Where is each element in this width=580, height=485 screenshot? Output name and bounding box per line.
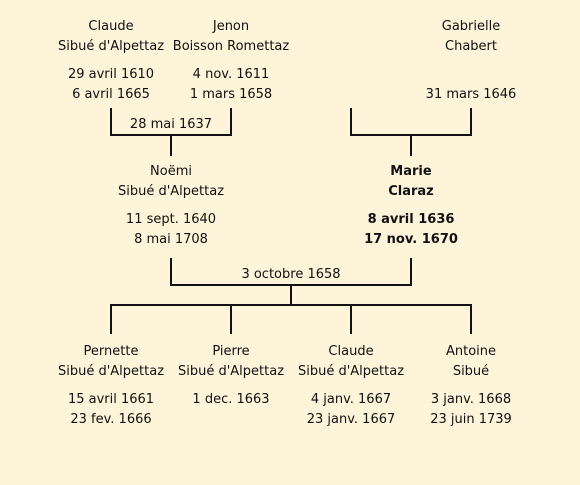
marriage-date: 28 mai 1637 — [129, 117, 213, 132]
birth-date: 1 dec. 1663 — [192, 392, 270, 407]
surname: Sibué d'Alpettaz — [117, 184, 225, 199]
given-name: Antoine — [445, 344, 497, 359]
given-name: Gabrielle — [441, 19, 501, 34]
person-pierre-sibue: Pierre Sibué d'Alpettaz 1 dec. 1663 — [161, 342, 301, 410]
birth-date — [401, 65, 541, 85]
given-name: Claude — [328, 344, 374, 359]
death-date: 6 avril 1665 — [72, 87, 150, 102]
given-name: Claude — [88, 19, 134, 34]
person-marie-claraz: Marie Claraz 8 avril 1636 17 nov. 1670 — [341, 162, 481, 250]
death-date: 23 juin 1739 — [430, 412, 512, 427]
surname: Chabert — [445, 39, 497, 54]
birth-date: 4 janv. 1667 — [310, 392, 392, 407]
person-claude-sibue: Claude Sibué d'Alpettaz 29 avril 1610 6 … — [41, 17, 181, 105]
surname: Sibué — [452, 364, 490, 379]
marriage-date: 3 octobre 1658 — [241, 267, 341, 282]
given-name: Pierre — [212, 344, 250, 359]
surname: Sibué d'Alpettaz — [57, 39, 165, 54]
death-date: 31 mars 1646 — [425, 87, 517, 102]
given-name: Pernette — [83, 344, 139, 359]
person-gabrielle-chabert: Gabrielle Chabert 31 mars 1646 — [401, 17, 541, 105]
death-date: 23 fev. 1666 — [70, 412, 152, 427]
given-name: Marie — [390, 164, 432, 179]
surname: Sibué d'Alpettaz — [57, 364, 165, 379]
given-name: Jenon — [212, 19, 250, 34]
death-date: 8 mai 1708 — [134, 232, 208, 247]
surname: Boisson Romettaz — [172, 39, 290, 54]
death-date: 23 janv. 1667 — [306, 412, 396, 427]
person-pernette-sibue: Pernette Sibué d'Alpettaz 15 avril 1661 … — [41, 342, 181, 430]
birth-date: 8 avril 1636 — [367, 212, 455, 227]
birth-date: 15 avril 1661 — [67, 392, 155, 407]
death-date: 17 nov. 1670 — [364, 232, 458, 247]
surname: Claraz — [388, 184, 434, 199]
person-antoine-sibue: Antoine Sibué 3 janv. 1668 23 juin 1739 — [401, 342, 541, 430]
birth-date: 11 sept. 1640 — [125, 212, 217, 227]
surname: Sibué d'Alpettaz — [297, 364, 405, 379]
person-claude-sibue-child: Claude Sibué d'Alpettaz 4 janv. 1667 23 … — [281, 342, 421, 430]
given-name: Noëmi — [150, 164, 192, 179]
birth-date: 4 nov. 1611 — [192, 67, 270, 82]
person-noemi-sibue: Noëmi Sibué d'Alpettaz 11 sept. 1640 8 m… — [101, 162, 241, 250]
birth-date: 29 avril 1610 — [67, 67, 155, 82]
birth-date: 3 janv. 1668 — [430, 392, 512, 407]
death-date: 1 mars 1658 — [189, 87, 273, 102]
surname: Sibué d'Alpettaz — [177, 364, 285, 379]
person-jenon-boisson: Jenon Boisson Romettaz 4 nov. 1611 1 mar… — [161, 17, 301, 105]
